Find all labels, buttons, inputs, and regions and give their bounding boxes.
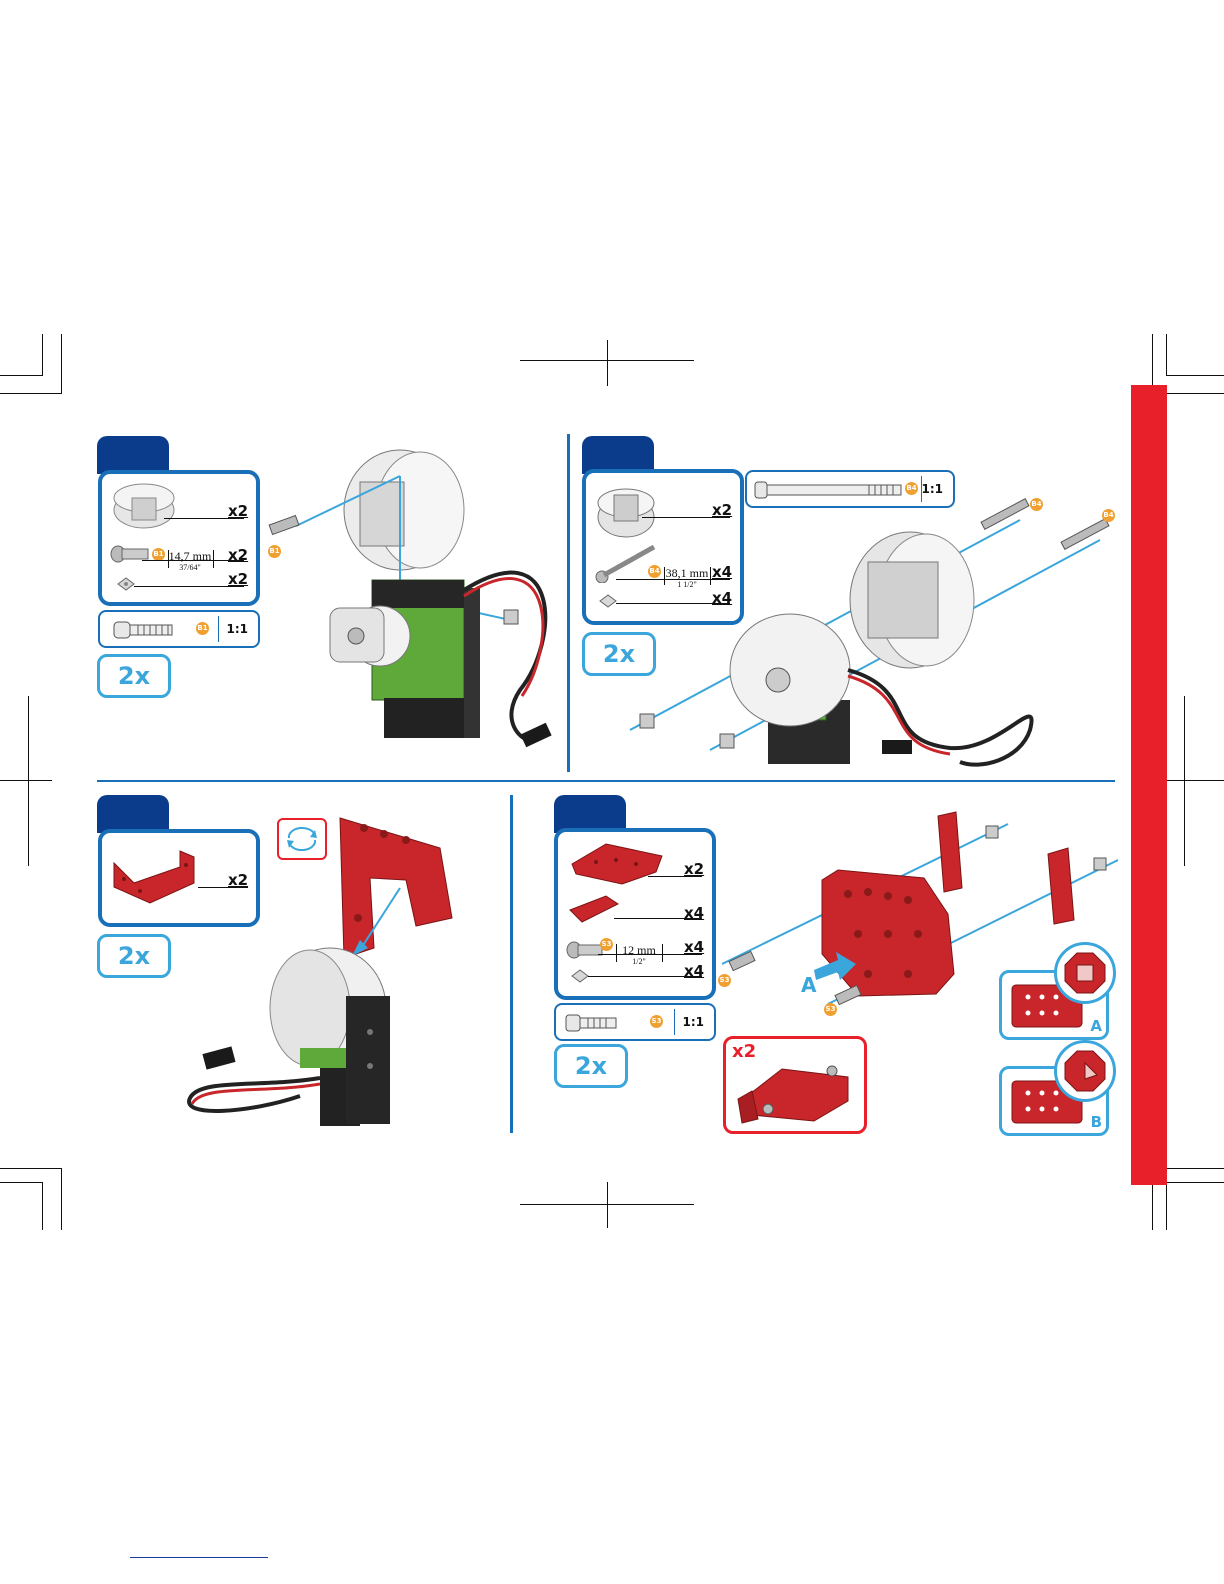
square-nut-icon: [570, 968, 590, 984]
octagon-hub-b-icon: [1063, 1049, 1107, 1093]
step-4-scale-box: S3 1:1: [554, 1003, 716, 1041]
servo-horn-cap: [344, 450, 464, 570]
step-4-qty-1: x2: [684, 860, 704, 878]
square-nut: [504, 610, 518, 624]
view-label-a: A: [1090, 1017, 1102, 1035]
step-1-qty-2: x2: [228, 546, 248, 564]
scale-badge-s3: S3: [650, 1015, 663, 1028]
screw-s3-scale-icon: [564, 1011, 620, 1035]
step-2-assembly-illustration: [620, 490, 1120, 780]
octagon-hub-a-icon: [1063, 951, 1107, 995]
zoom-circle-b: [1054, 1040, 1116, 1102]
red-plate-part-icon: [566, 838, 666, 888]
servo-motor: [330, 580, 480, 738]
red-side-bar-part: [938, 812, 1074, 924]
step-4-parts-box: x2 x4 S3 12 mm 1/2" x4 x4: [554, 828, 716, 1000]
red-u-bracket: [340, 818, 452, 958]
screw-s3-icon: [566, 936, 606, 960]
screw-b1: [269, 516, 299, 535]
step-1-scale-box: B1 1:1: [98, 610, 260, 648]
callout-badge-b1: B1: [268, 545, 281, 558]
step-1-assembly-illustration: [260, 440, 560, 770]
step-1-multiplier: 2x: [97, 654, 171, 698]
front-housing-with-servo: [730, 614, 850, 764]
step-1-qty-3: x2: [228, 570, 248, 588]
square-nut-icon: [116, 576, 136, 592]
step-4-qty-4: x4: [684, 962, 704, 980]
divider-horizontal: [97, 780, 1115, 782]
servo-connector: [202, 1046, 235, 1069]
divider-vertical-bottom: [510, 795, 513, 1133]
step-3-tab: [97, 795, 169, 833]
subassembly-box: x2: [723, 1036, 867, 1134]
servo-connector: [882, 740, 912, 754]
step-1-qty-1: x2: [228, 502, 248, 520]
step-1-parts-box: x2 B1 14,7 mm 37/64" x2 x2: [98, 470, 260, 606]
step-3-assembly-illustration: [180, 808, 470, 1128]
servo-cable: [848, 670, 1032, 765]
step-4-length: 12 mm 1/2": [616, 944, 662, 968]
servo-horn-part-icon: [108, 480, 180, 530]
scale-ratio: 1:1: [227, 622, 249, 636]
step-4-qty-2: x4: [684, 904, 704, 922]
red-side-bar: [1131, 385, 1167, 1185]
callout-badge-b4-1: B4: [1030, 498, 1043, 511]
screw-b1-scale-icon: [112, 618, 176, 642]
step-4-multiplier: 2x: [554, 1044, 628, 1088]
step-3-multiplier: 2x: [97, 934, 171, 978]
zoom-circle-a: [1054, 942, 1116, 1004]
callout-badge-s3-1: S3: [718, 974, 731, 987]
scale-ratio: 1:1: [683, 1015, 705, 1029]
scale-badge-b1: B1: [196, 622, 209, 635]
servo-connector: [520, 723, 551, 748]
red-bar-part-icon: [566, 892, 622, 926]
badge-s3: S3: [600, 938, 613, 951]
red-subassembly-icon: [732, 1053, 860, 1127]
view-label-b: B: [1091, 1113, 1102, 1131]
step-4-qty-3: x4: [684, 938, 704, 956]
rear-housing: [850, 532, 974, 668]
callout-badge-b4-2: B4: [1102, 509, 1115, 522]
divider-vertical-top: [567, 434, 570, 772]
callout-a: A: [801, 973, 816, 997]
callout-badge-s3-2: S3: [824, 1003, 837, 1016]
square-nut-icon: [598, 593, 618, 609]
step-1-tab: [97, 436, 169, 474]
step-1-length: 14,7 mm 37/64": [168, 550, 212, 574]
